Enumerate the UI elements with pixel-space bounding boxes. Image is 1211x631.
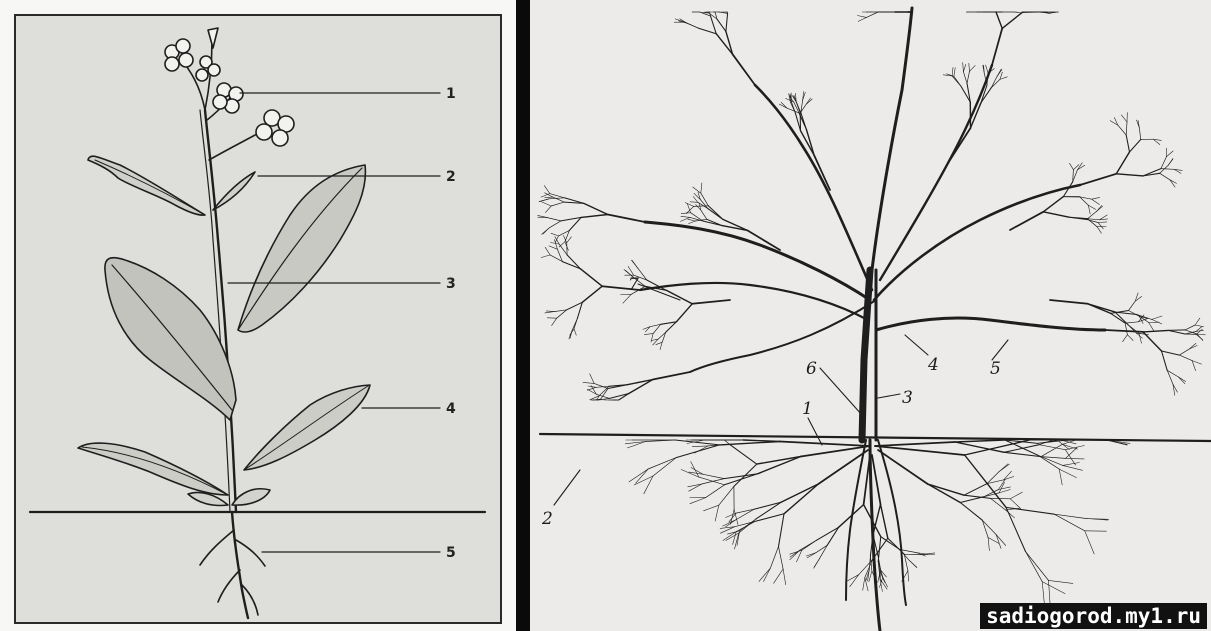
plant-drawing: 1 2 3 4 5 [0, 0, 516, 631]
tree-label-4: 4 [927, 355, 939, 375]
central-leader [872, 8, 912, 270]
main-stem [205, 110, 236, 512]
panel-divider [516, 0, 530, 631]
tree-label-1: 1 [802, 399, 813, 419]
tree-drawing: 7 6 4 5 3 1 2 [530, 0, 1211, 631]
root-system [625, 440, 1130, 605]
tree-label-5: 5 [990, 359, 1001, 379]
tree-label-7: 7 [628, 275, 639, 295]
plant-label-4: 4 [446, 401, 456, 417]
leaf-large-right [238, 165, 365, 332]
tree-label-3: 3 [902, 388, 913, 408]
plant-label-1: 1 [446, 86, 456, 102]
root [232, 512, 248, 618]
plant-figure-panel: 1 2 3 4 5 [0, 0, 516, 631]
plant-label-2: 2 [446, 169, 456, 185]
tree-label-6: 6 [806, 359, 817, 379]
plant-label-3: 3 [446, 276, 456, 292]
site-watermark: sadiogorod.my1.ru [980, 603, 1207, 629]
flower-cluster [165, 28, 294, 146]
tree-figure-panel: 7 6 4 5 3 1 2 sadiogorod.my1.ru [530, 0, 1211, 631]
tree-label-2: 2 [541, 509, 553, 529]
plant-label-5: 5 [446, 545, 456, 561]
leaf-lower-left [78, 443, 228, 495]
